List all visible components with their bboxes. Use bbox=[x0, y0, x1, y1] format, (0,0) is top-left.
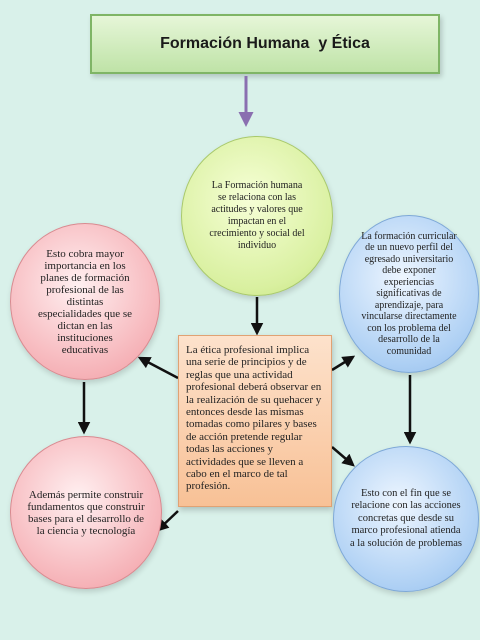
page-title: Formación Humana y Ética bbox=[160, 35, 370, 52]
left-top-circle: Esto cobra mayor importancia en los plan… bbox=[10, 223, 160, 380]
top-circle-text: La Formación humana se relaciona con las… bbox=[209, 180, 305, 251]
arrow-center-to-left-top bbox=[137, 356, 179, 380]
left-top-circle-text: Esto cobra mayor importancia en los plan… bbox=[37, 247, 133, 356]
right-bottom-circle: Esto con el fin que se relacione con las… bbox=[333, 446, 479, 592]
title-box: Formación Humana y Ética bbox=[90, 14, 440, 74]
center-box-text: La ética profesional implica una serie d… bbox=[186, 344, 322, 493]
left-bottom-circle: Además permite construir fundamentos que… bbox=[10, 436, 162, 589]
top-circle: La Formación humana se relaciona con las… bbox=[181, 136, 333, 296]
right-bottom-circle-text: Esto con el fin que se relacione con las… bbox=[350, 487, 462, 549]
right-top-circle: La formación curricular de un nuevo perf… bbox=[339, 215, 479, 373]
arrow-center-to-right-bottom bbox=[331, 446, 355, 467]
arrow-center-to-left-bottom bbox=[156, 510, 179, 532]
center-box: La ética profesional implica una serie d… bbox=[178, 335, 332, 507]
right-top-circle-text: La formación curricular de un nuevo perf… bbox=[361, 230, 457, 357]
left-bottom-circle-text: Además permite construir fundamentos que… bbox=[27, 488, 145, 537]
arrow-center-to-right-top bbox=[331, 355, 356, 372]
